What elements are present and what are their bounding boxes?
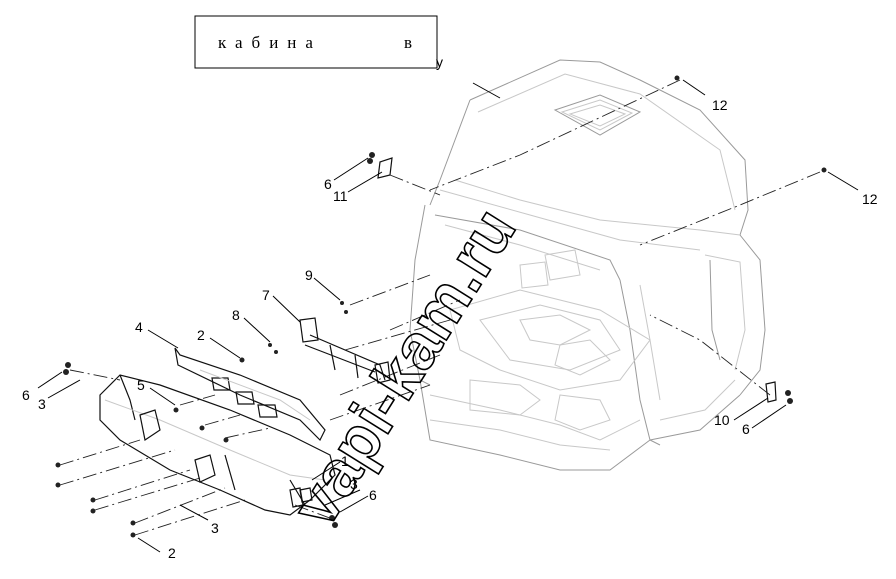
watermark-text: vapi-kam.ru — [278, 196, 529, 539]
callout-6-upper: 6 — [324, 176, 332, 192]
assembly-lines — [59, 79, 821, 536]
callout-3-left: 3 — [38, 396, 46, 412]
title-fragment: в — [404, 33, 421, 52]
callout-12-top: 12 — [712, 97, 728, 113]
callout-4: 4 — [135, 319, 143, 335]
callout-7: 7 — [262, 287, 270, 303]
title-overflow: у — [436, 54, 443, 70]
callout-2-bottom: 2 — [168, 545, 176, 561]
callout-6-left: 6 — [22, 387, 30, 403]
callout-11: 11 — [333, 188, 348, 204]
callout-1: 1 — [341, 453, 349, 469]
callout-10: 10 — [714, 412, 730, 428]
hardware — [55, 75, 827, 538]
title-main: кабина — [218, 33, 322, 52]
bracket — [299, 317, 391, 384]
callout-6-lower-right: 6 — [742, 421, 750, 437]
callout-6-right: 6 — [369, 487, 377, 503]
leader-lines — [37, 79, 859, 553]
callout-12-right: 12 — [862, 191, 878, 207]
callout-labels: 12 12 1 3 6 2 3 2 3 6 4 5 6 11 7 8 9 10 … — [22, 97, 878, 561]
callout-2-top: 2 — [197, 327, 205, 343]
callout-5: 5 — [137, 377, 145, 393]
callout-3-right: 3 — [350, 476, 358, 492]
callout-3-bottom: 3 — [211, 520, 219, 536]
watermark: vapi-kam.ru — [277, 195, 530, 539]
title-box: кабина в у — [194, 15, 443, 70]
upper-panel — [174, 347, 326, 442]
callout-9: 9 — [305, 267, 313, 283]
callout-8: 8 — [232, 307, 240, 323]
